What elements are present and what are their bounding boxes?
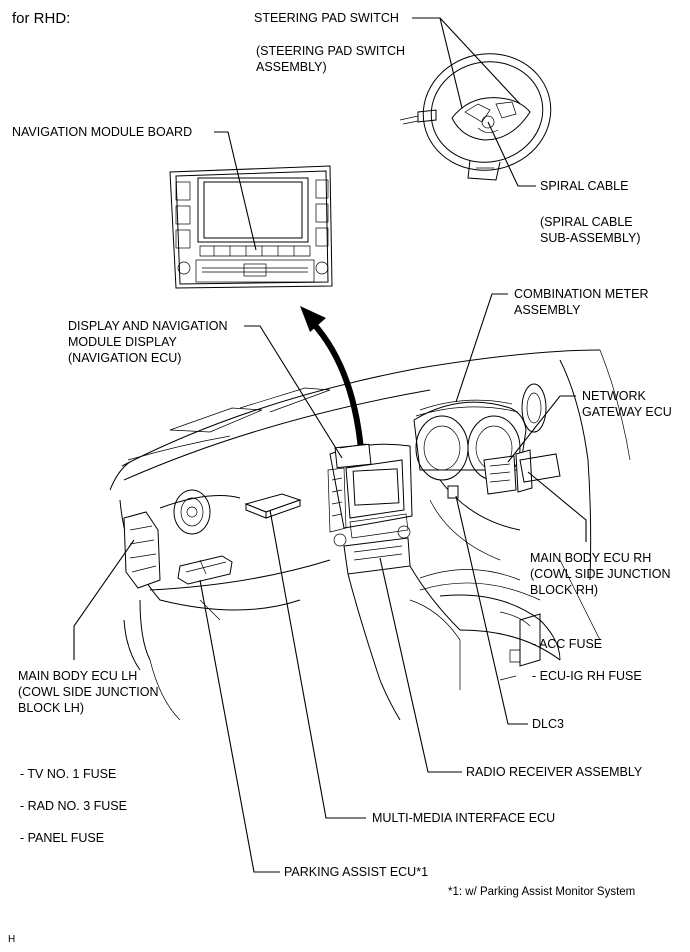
curved-arrow — [300, 306, 365, 463]
label-rad-no3-fuse: - RAD NO. 3 FUSE — [20, 799, 127, 813]
label-navigation-module-board: NAVIGATION MODULE BOARD — [12, 125, 193, 139]
label-ecu-ig-rh-fuse: - ECU-IG RH FUSE — [532, 669, 642, 683]
label-parking-assist-ecu: PARKING ASSIST ECU*1 — [284, 865, 429, 879]
label-network-gateway: NETWORK GATEWAY ECU — [582, 389, 672, 419]
corner-mark: H — [8, 934, 16, 945]
label-steering-pad-switch: STEERING PAD SWITCH — [254, 11, 399, 25]
label-display-navigation: DISPLAY AND NAVIGATION MODULE DISPLAY (N… — [68, 319, 228, 365]
label-multimedia-interface-ecu: MULTI-MEDIA INTERFACE ECU — [372, 811, 556, 825]
footnote: *1: w/ Parking Assist Monitor System — [448, 886, 636, 898]
label-dlc3: DLC3 — [532, 717, 564, 731]
dashboard-drawing — [109, 349, 631, 721]
label-tv-no1-fuse: - TV NO. 1 FUSE — [20, 767, 117, 781]
label-panel-fuse: - PANEL FUSE — [20, 831, 105, 845]
label-combination-meter: COMBINATION METER ASSEMBLY — [514, 287, 649, 317]
label-radio-receiver: RADIO RECEIVER ASSEMBLY — [466, 765, 643, 779]
steering-wheel-drawing — [399, 53, 552, 181]
label-main-body-ecu-rh: MAIN BODY ECU RH (COWL SIDE JUNCTION BLO… — [530, 551, 671, 597]
label-acc-fuse: - ACC FUSE — [532, 637, 603, 651]
page-title: for RHD: — [12, 10, 71, 27]
label-steering-pad-switch-assembly: (STEERING PAD SWITCH ASSEMBLY) — [256, 44, 406, 74]
label-spiral-cable: SPIRAL CABLE — [540, 179, 629, 193]
label-spiral-cable-sub-assembly: (SPIRAL CABLE SUB-ASSEMBLY) — [540, 215, 641, 245]
leader-lines — [73, 17, 587, 873]
label-main-body-ecu-lh: MAIN BODY ECU LH (COWL SIDE JUNCTION BLO… — [18, 669, 159, 715]
